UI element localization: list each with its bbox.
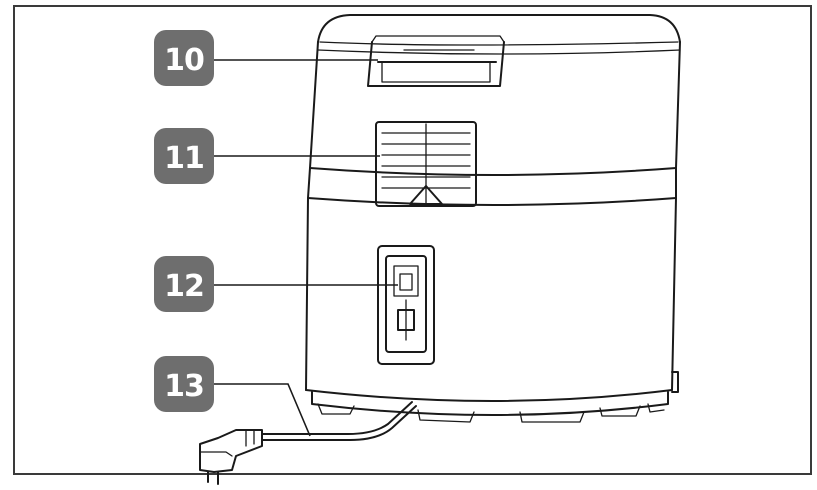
- base: [311, 391, 669, 416]
- callout-12: 12: [154, 256, 214, 312]
- handle-latch: [367, 35, 505, 87]
- air-vent-grille: [375, 121, 477, 207]
- callout-label: 10: [164, 43, 204, 78]
- callout-badge: [154, 30, 214, 86]
- upper-housing: [309, 41, 681, 169]
- callout-11: 11: [154, 128, 214, 184]
- callout-13: 13: [154, 356, 214, 412]
- power-socket: [377, 245, 435, 365]
- callout-badge: [154, 256, 214, 312]
- leader-line-13: [212, 383, 311, 437]
- power-cord-plug: [199, 401, 417, 485]
- top-lid: [317, 14, 681, 43]
- callout-badge: [154, 128, 214, 184]
- air-fryer-body: [305, 14, 681, 423]
- callout-label: 12: [164, 269, 204, 304]
- callout-label: 13: [164, 369, 204, 404]
- figure-frame: [13, 5, 812, 475]
- callout-badge: [154, 356, 214, 412]
- plug-body: [199, 429, 263, 473]
- lower-housing: [305, 197, 677, 391]
- callout-10: 10: [154, 30, 214, 86]
- callout-label: 11: [164, 141, 204, 176]
